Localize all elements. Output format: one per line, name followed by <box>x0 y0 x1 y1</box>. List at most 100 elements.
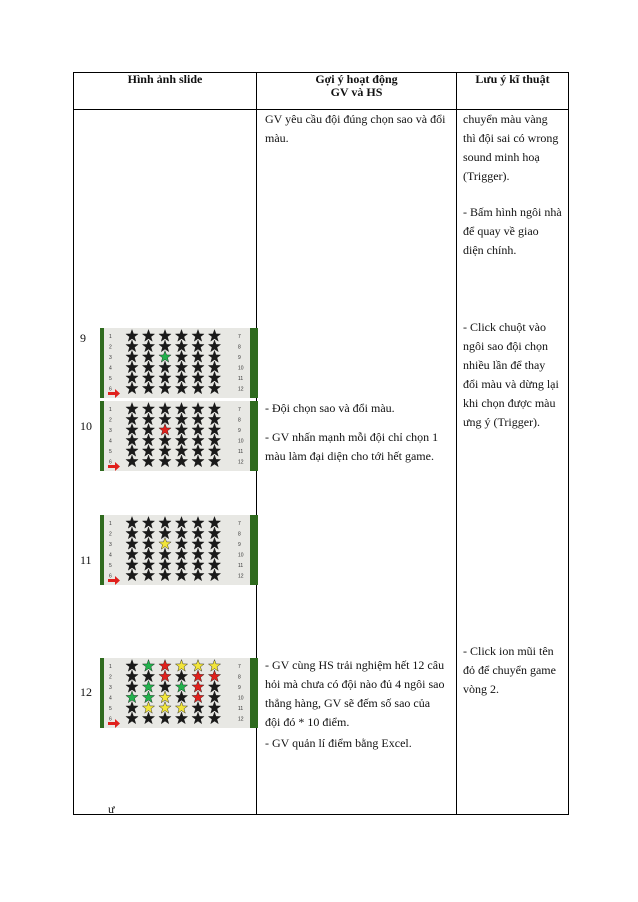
star-icon[interactable] <box>141 669 156 683</box>
star-icon[interactable] <box>207 547 222 561</box>
star-icon[interactable] <box>191 360 205 374</box>
star-icon[interactable] <box>207 371 222 384</box>
star-icon[interactable] <box>191 350 205 363</box>
star-icon[interactable] <box>158 444 172 457</box>
star-icon[interactable] <box>207 659 222 672</box>
star-icon[interactable] <box>158 701 172 714</box>
star-icon[interactable] <box>125 412 139 426</box>
star-icon[interactable] <box>191 537 205 550</box>
star-icon[interactable] <box>125 350 139 363</box>
star-icon[interactable] <box>174 412 189 426</box>
star-icon[interactable] <box>174 444 189 457</box>
star-icon[interactable] <box>125 701 139 714</box>
star-icon[interactable] <box>125 371 139 384</box>
star-icon[interactable] <box>191 701 205 714</box>
star-icon[interactable] <box>141 690 156 704</box>
star-icon[interactable] <box>141 516 156 529</box>
star-icon[interactable] <box>191 526 205 540</box>
star-icon[interactable] <box>191 339 205 353</box>
star-icon[interactable] <box>125 444 139 457</box>
star-icon[interactable] <box>141 547 156 561</box>
star-icon[interactable] <box>141 423 156 436</box>
star-icon[interactable] <box>141 568 156 582</box>
star-icon[interactable] <box>158 454 172 468</box>
next-arrow-icon[interactable] <box>108 576 120 585</box>
star-icon[interactable] <box>158 329 172 342</box>
star-icon[interactable] <box>191 371 205 384</box>
star-icon[interactable] <box>174 360 189 374</box>
star-icon[interactable] <box>174 516 189 529</box>
star-icon[interactable] <box>174 454 189 468</box>
star-icon[interactable] <box>207 537 222 550</box>
star-icon[interactable] <box>191 558 205 571</box>
star-icon[interactable] <box>207 433 222 447</box>
star-icon[interactable] <box>158 690 172 704</box>
star-icon[interactable] <box>141 402 156 415</box>
star-icon[interactable] <box>141 412 156 426</box>
star-icon[interactable] <box>207 444 222 457</box>
star-icon[interactable] <box>174 381 189 395</box>
star-icon[interactable] <box>191 669 205 683</box>
star-icon[interactable] <box>191 444 205 457</box>
star-icon[interactable] <box>191 433 205 447</box>
star-icon[interactable] <box>158 669 172 683</box>
star-icon[interactable] <box>174 680 189 693</box>
star-icon[interactable] <box>158 547 172 561</box>
star-icon[interactable] <box>125 537 139 550</box>
star-icon[interactable] <box>158 680 172 693</box>
star-icon[interactable] <box>191 547 205 561</box>
star-icon[interactable] <box>141 339 156 353</box>
star-icon[interactable] <box>125 547 139 561</box>
star-icon[interactable] <box>207 360 222 374</box>
star-icon[interactable] <box>158 568 172 582</box>
star-icon[interactable] <box>125 526 139 540</box>
star-icon[interactable] <box>141 371 156 384</box>
star-icon[interactable] <box>125 680 139 693</box>
star-icon[interactable] <box>207 711 222 725</box>
star-icon[interactable] <box>207 526 222 540</box>
star-icon[interactable] <box>174 423 189 436</box>
star-icon[interactable] <box>125 659 139 672</box>
star-icon[interactable] <box>125 516 139 529</box>
next-arrow-icon[interactable] <box>108 389 120 398</box>
star-icon[interactable] <box>207 701 222 714</box>
star-icon[interactable] <box>191 381 205 395</box>
star-icon[interactable] <box>158 339 172 353</box>
star-icon[interactable] <box>141 433 156 447</box>
star-icon[interactable] <box>158 381 172 395</box>
star-icon[interactable] <box>174 537 189 550</box>
star-icon[interactable] <box>207 329 222 342</box>
star-icon[interactable] <box>158 402 172 415</box>
star-icon[interactable] <box>191 423 205 436</box>
star-icon[interactable] <box>191 680 205 693</box>
star-icon[interactable] <box>158 371 172 384</box>
star-icon[interactable] <box>158 350 172 363</box>
star-icon[interactable] <box>141 701 156 714</box>
star-icon[interactable] <box>125 690 139 704</box>
star-icon[interactable] <box>174 547 189 561</box>
star-icon[interactable] <box>191 659 205 672</box>
star-icon[interactable] <box>158 537 172 550</box>
star-icon[interactable] <box>158 423 172 436</box>
star-icon[interactable] <box>141 350 156 363</box>
star-icon[interactable] <box>141 444 156 457</box>
star-icon[interactable] <box>174 690 189 704</box>
star-icon[interactable] <box>158 360 172 374</box>
star-icon[interactable] <box>207 558 222 571</box>
star-icon[interactable] <box>207 381 222 395</box>
star-icon[interactable] <box>191 568 205 582</box>
star-icon[interactable] <box>191 690 205 704</box>
star-icon[interactable] <box>125 454 139 468</box>
star-icon[interactable] <box>125 360 139 374</box>
star-icon[interactable] <box>158 412 172 426</box>
next-arrow-icon[interactable] <box>108 462 120 471</box>
star-icon[interactable] <box>191 412 205 426</box>
star-icon[interactable] <box>207 423 222 436</box>
star-icon[interactable] <box>125 558 139 571</box>
star-icon[interactable] <box>141 680 156 693</box>
star-icon[interactable] <box>207 454 222 468</box>
star-icon[interactable] <box>174 329 189 342</box>
star-icon[interactable] <box>174 568 189 582</box>
star-icon[interactable] <box>141 526 156 540</box>
star-icon[interactable] <box>174 339 189 353</box>
